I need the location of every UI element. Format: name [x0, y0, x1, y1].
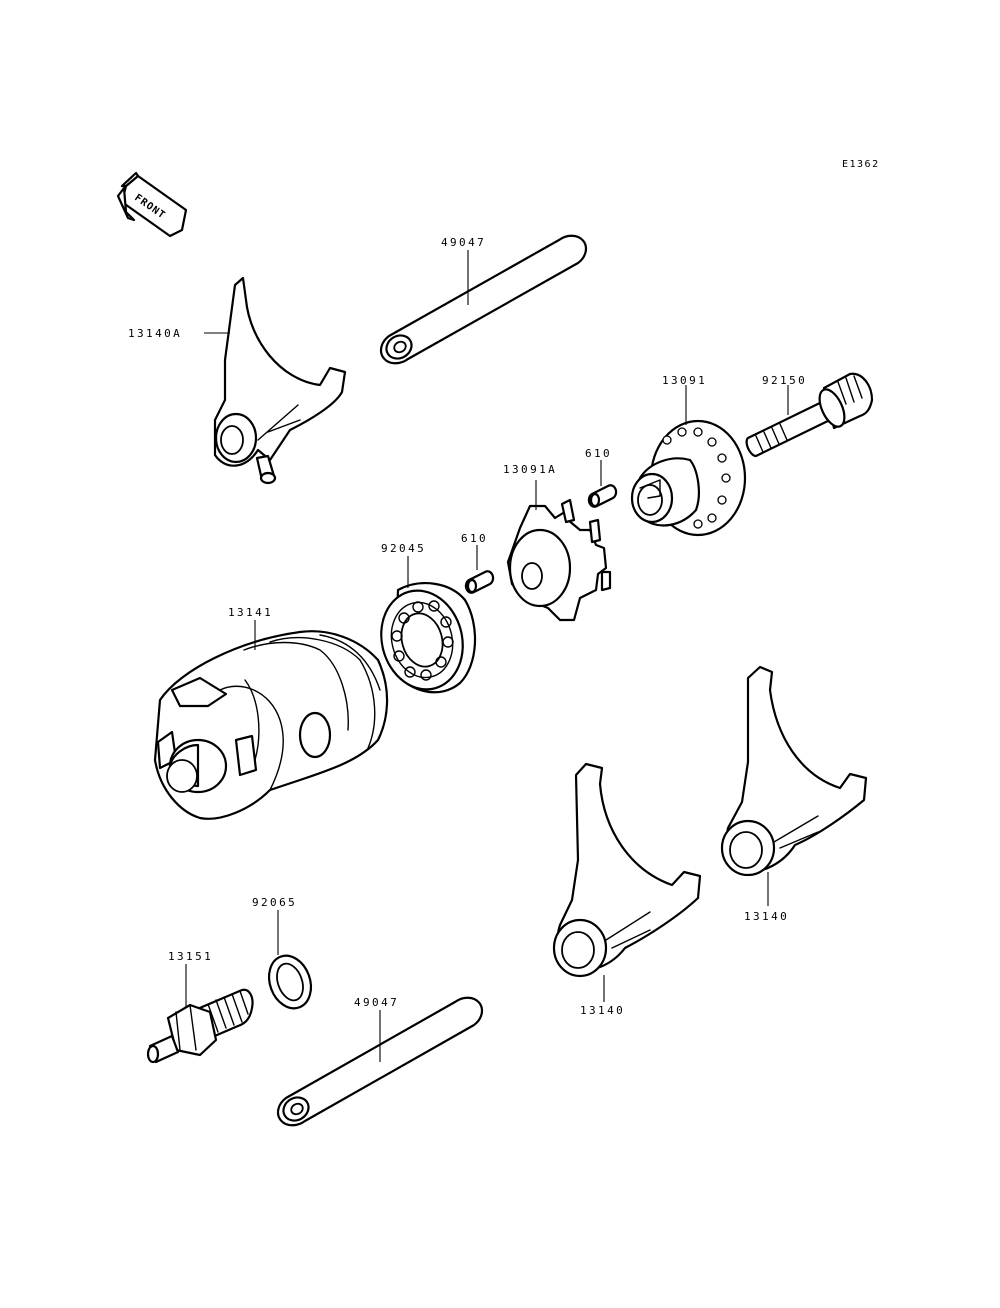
- label-pin-right: 610: [585, 447, 612, 460]
- label-bolt: 92150: [762, 374, 807, 387]
- ball-bearing: [380, 582, 477, 694]
- label-fork-bottom-right: 13140: [744, 910, 789, 923]
- neutral-switch: [146, 988, 254, 1064]
- label-fork-top-left: 13140A: [128, 327, 182, 340]
- shift-drum-pin-plate: [506, 498, 612, 622]
- shift-drum-operating-plate: [630, 419, 747, 537]
- shift-fork-bottom-right: [720, 665, 868, 877]
- shift-fork-top-left: [213, 276, 347, 485]
- washer: [267, 954, 313, 1010]
- label-shaft-bottom: 49047: [354, 996, 399, 1009]
- shift-fork-shaft-top: [379, 234, 588, 365]
- label-pin-plate: 13091A: [503, 463, 557, 476]
- label-shift-drum: 13141: [228, 606, 273, 619]
- label-washer: 92065: [252, 896, 297, 909]
- label-pin-left: 610: [461, 532, 488, 545]
- label-bearing: 92045: [381, 542, 426, 555]
- pin-left: [464, 570, 495, 594]
- shift-drum: [153, 630, 389, 820]
- label-shaft-top: 49047: [441, 236, 486, 249]
- shift-fork-bottom-center: [552, 762, 702, 978]
- bolt: [745, 372, 874, 458]
- diagram-code: E1362: [842, 159, 880, 170]
- label-neutral-switch: 13151: [168, 950, 213, 963]
- label-fork-bottom-center: 13140: [580, 1004, 625, 1017]
- pin-right: [587, 484, 618, 508]
- front-arrow-icon: FRONT: [116, 171, 188, 238]
- label-operating-plate: 13091: [662, 374, 707, 387]
